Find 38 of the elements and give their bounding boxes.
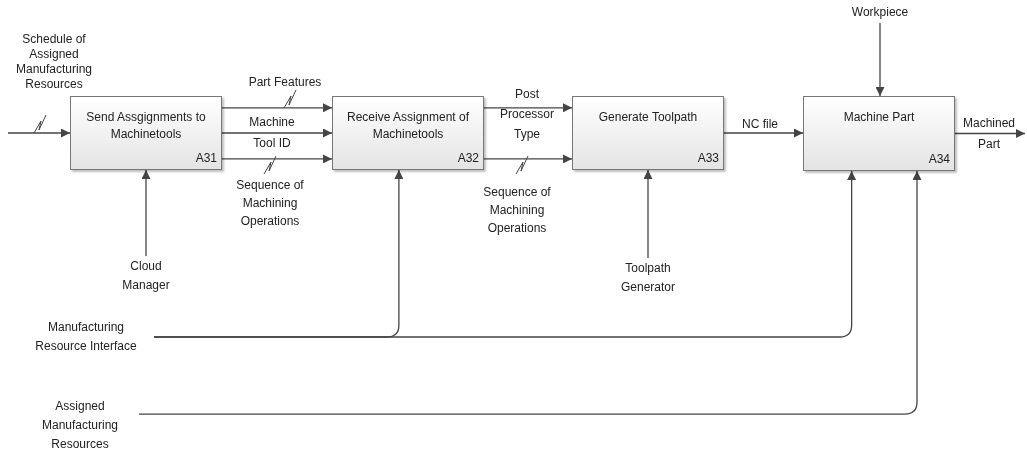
process-title: Send Assgignments to Machinetools	[85, 109, 207, 143]
edge-label: Schedule of Assigned Manufacturing Resources	[14, 32, 93, 92]
arrow	[954, 129, 1026, 138]
arrow	[483, 103, 573, 113]
arrow	[483, 154, 573, 164]
process-box	[332, 96, 484, 170]
arrow	[875, 22, 885, 97]
edge-label: Machine Tool ID	[248, 114, 296, 152]
edge-label: Sequence of Machining Operations	[235, 177, 305, 230]
process-box	[803, 96, 955, 171]
node-number: A34	[928, 152, 950, 167]
process-box	[70, 96, 222, 170]
arrow	[221, 128, 333, 138]
arrow	[643, 169, 653, 259]
process-title: Machine Part	[842, 109, 916, 126]
process-title: Receive Assignment of Machinetools	[345, 109, 471, 143]
process-box	[572, 96, 724, 170]
edge-label: Part Features	[247, 74, 323, 90]
node-number: A32	[457, 151, 479, 166]
edge-label: Post Processor Type	[499, 86, 555, 143]
input-label: Workpiece	[845, 3, 915, 22]
edge-label: NC file	[741, 116, 779, 132]
node-number: A31	[195, 151, 217, 166]
arrow	[723, 128, 804, 138]
arrow	[221, 154, 333, 164]
input-label: Toolpath Generator	[608, 259, 688, 297]
input-label: Assigned Manufacturing Resources	[25, 397, 135, 454]
arrow	[221, 103, 333, 113]
edge-label: Sequence of Machining Operations	[482, 184, 552, 237]
arrow	[153, 170, 857, 338]
node-number: A33	[697, 151, 719, 166]
input-label: Cloud Manager	[111, 257, 181, 295]
edge-label: Machined Part	[962, 115, 1016, 153]
arrow	[141, 169, 151, 257]
process-title: Generate Toolpath	[597, 109, 699, 126]
input-label: Manufacturing Resource Interface	[22, 318, 150, 356]
arrow	[138, 170, 922, 415]
arrow	[7, 128, 71, 138]
